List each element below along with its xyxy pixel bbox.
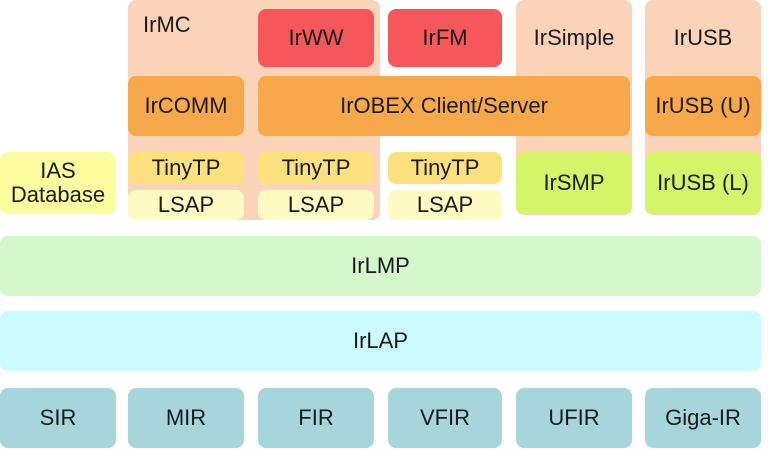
irsimple-label: IrSimple [533, 24, 615, 50]
phy-vfir: VFIR [388, 388, 502, 448]
ias-database-box: IAS Database [0, 152, 116, 214]
phy-giga-ir: Giga-IR [645, 388, 761, 448]
irlmp-layer: IrLMP [0, 236, 761, 296]
phy-fir: FIR [258, 388, 374, 448]
irsmp-box: IrSMP [516, 152, 632, 214]
irobex-box: IrOBEX Client/Server [258, 76, 630, 136]
irusb-label: IrUSB [673, 24, 733, 50]
lsap-box: LSAP [388, 190, 502, 220]
phy-mir: MIR [128, 388, 244, 448]
ircomm-box: IrCOMM [128, 76, 244, 136]
phy-ufir: UFIR [516, 388, 632, 448]
tinytp-box: TinyTP [258, 152, 374, 184]
irlap-layer: IrLAP [0, 311, 761, 371]
irfm-box: IrFM [388, 9, 502, 67]
tinytp-box: TinyTP [128, 152, 244, 184]
lsap-box: LSAP [258, 190, 374, 220]
lsap-box: LSAP [128, 190, 244, 220]
irmc-label: IrMC [143, 12, 191, 37]
tinytp-box: TinyTP [388, 152, 502, 184]
irusb-l-box: IrUSB (L) [645, 152, 761, 214]
irww-box: IrWW [258, 9, 374, 67]
irusb-u-box: IrUSB (U) [645, 76, 761, 136]
phy-sir: SIR [0, 388, 116, 448]
